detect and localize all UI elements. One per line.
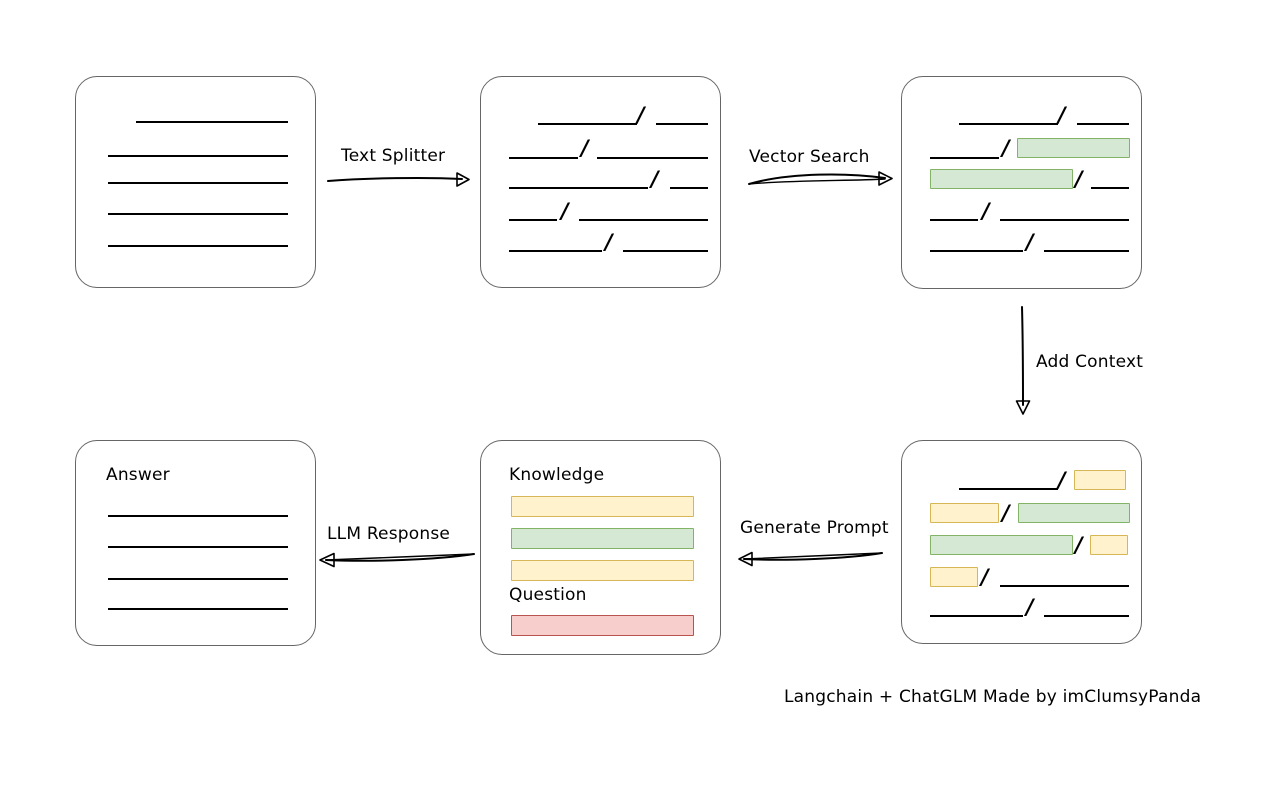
retrieved-chunk-highlight[interactable] (930, 169, 1073, 189)
chunk-text-line (597, 157, 708, 159)
slash-separator: / (1002, 136, 1010, 160)
context-chunk-highlight[interactable] (930, 503, 999, 523)
chunk-text-line (1044, 250, 1129, 252)
slash-separator: / (1026, 595, 1034, 619)
slash-separator: / (1002, 501, 1010, 525)
slash-separator: / (981, 565, 989, 589)
retrieved-chunk-highlight[interactable] (1017, 138, 1130, 158)
slash-separator: / (1058, 103, 1066, 127)
chunk-text-line (930, 615, 1023, 617)
document-text-line (108, 182, 288, 184)
context-chunk-highlight[interactable] (930, 535, 1073, 555)
slash-separator: / (561, 199, 569, 223)
context-chunk-highlight[interactable] (1074, 470, 1126, 490)
knowledge-bar[interactable] (511, 528, 694, 549)
arrow-label-text-splitter: Text Splitter (341, 146, 446, 166)
retrieved-document-box[interactable]: / / / / / (901, 76, 1142, 289)
document-text-line (108, 245, 288, 247)
chunk-text-line (579, 219, 708, 221)
chunk-text-line (959, 123, 1058, 125)
vector-search-arrow (748, 171, 893, 186)
context-chunk-highlight[interactable] (930, 567, 978, 587)
context-chunk-highlight[interactable] (1018, 503, 1130, 523)
chunk-text-line (930, 250, 1023, 252)
slash-separator: / (982, 199, 990, 223)
chunk-text-line (538, 123, 637, 125)
llm-response-arrow (319, 552, 475, 568)
document-text-line (108, 213, 288, 215)
chunk-text-line (670, 187, 708, 189)
answer-text-line (108, 578, 288, 580)
chunk-text-line (1000, 219, 1129, 221)
slash-separator: / (1058, 468, 1066, 492)
arrow-label-llm-response: LLM Response (327, 524, 451, 544)
answer-text-line (108, 515, 288, 517)
chunk-text-line (1091, 187, 1129, 189)
question-bar[interactable] (511, 615, 694, 636)
chunk-text-line (656, 123, 708, 125)
footer-credit: Langchain + ChatGLM Made by imClumsyPand… (784, 687, 1202, 707)
chunk-text-line (509, 157, 578, 159)
text-splitter-arrow (327, 172, 470, 187)
arrow-label-generate-prompt: Generate Prompt (740, 518, 889, 538)
slash-separator: / (637, 103, 645, 127)
chunk-text-line (509, 187, 648, 189)
arrow-label-vector-search: Vector Search (749, 147, 870, 167)
context-document-box[interactable]: / / / / / (901, 440, 1142, 644)
split-document-box[interactable]: / / / / / (480, 76, 721, 288)
question-label: Question (509, 585, 587, 605)
generate-prompt-arrow (738, 551, 883, 567)
slash-separator: / (581, 136, 589, 160)
slash-separator: / (1026, 230, 1034, 254)
chunk-text-line (623, 250, 708, 252)
slash-separator: / (605, 230, 613, 254)
chunk-text-line (1000, 585, 1129, 587)
slash-separator: / (1075, 533, 1083, 557)
add-context-arrow (1015, 306, 1031, 415)
document-text-line (108, 155, 288, 157)
prompt-box[interactable]: Knowledge Question (480, 440, 721, 655)
knowledge-bar[interactable] (511, 496, 694, 517)
slash-separator: / (651, 167, 659, 191)
context-chunk-highlight[interactable] (1090, 535, 1128, 555)
answer-text-line (108, 546, 288, 548)
answer-label: Answer (106, 465, 170, 485)
answer-box[interactable]: Answer (75, 440, 316, 646)
chunk-text-line (1077, 123, 1129, 125)
knowledge-label: Knowledge (509, 465, 605, 485)
arrow-label-add-context: Add Context (1036, 352, 1144, 372)
source-document-box[interactable] (75, 76, 316, 288)
chunk-text-line (959, 488, 1058, 490)
chunk-text-line (930, 157, 999, 159)
chunk-text-line (509, 219, 557, 221)
slash-separator: / (1075, 167, 1083, 191)
chunk-text-line (509, 250, 602, 252)
chunk-text-line (930, 219, 978, 221)
document-text-line (136, 121, 288, 123)
answer-text-line (108, 608, 288, 610)
chunk-text-line (1044, 615, 1129, 617)
knowledge-bar[interactable] (511, 560, 694, 581)
